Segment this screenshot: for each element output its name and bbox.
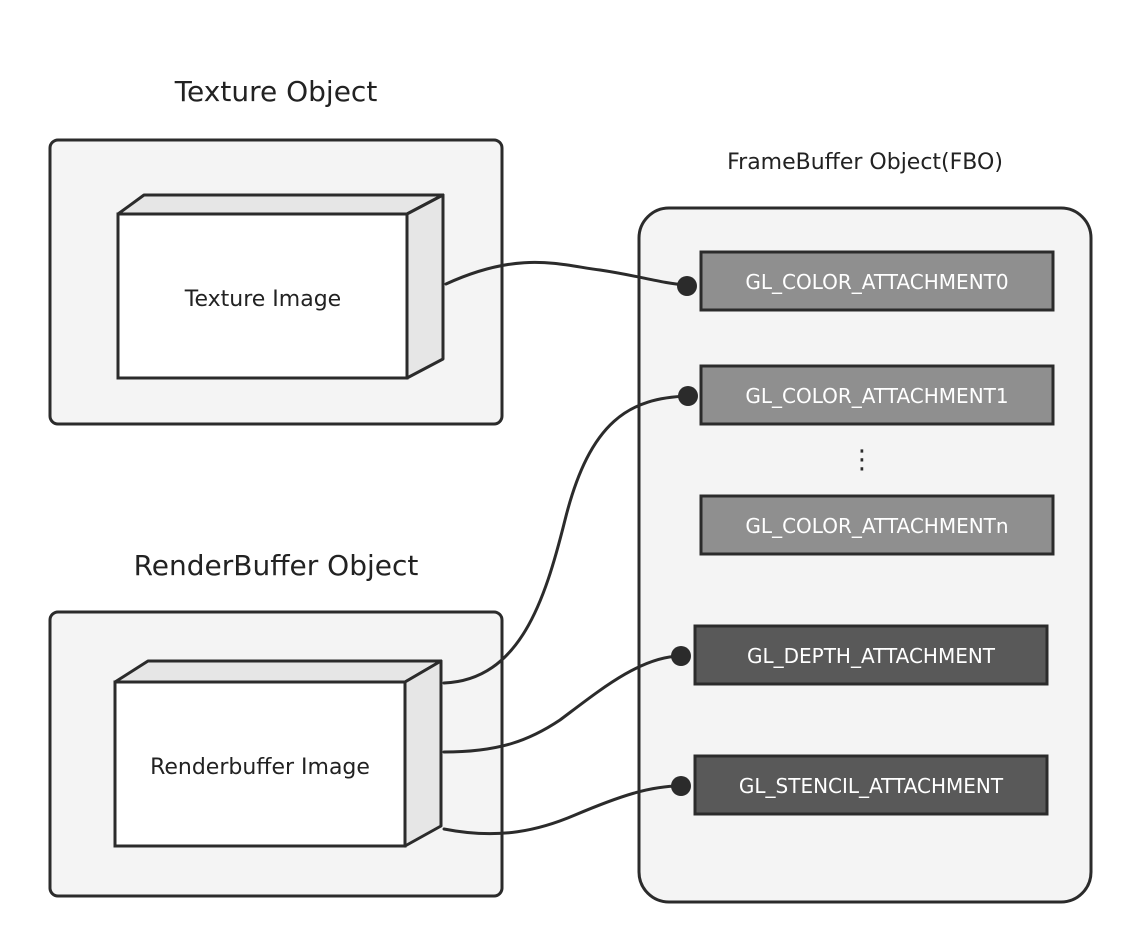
attachment-label: GL_COLOR_ATTACHMENTn — [745, 514, 1008, 538]
attachment-stencil: GL_STENCIL_ATTACHMENT — [693, 754, 1049, 816]
attachment-color-0: GL_COLOR_ATTACHMENT0 — [699, 250, 1055, 312]
attachment-color-n: GL_COLOR_ATTACHMENTn — [699, 494, 1055, 556]
renderbuffer-object-title: RenderBuffer Object — [134, 549, 419, 582]
attachment-ellipsis: ⋮ — [849, 445, 875, 475]
connector-dot-color0 — [677, 276, 697, 296]
connector-dot-depth — [671, 646, 691, 666]
attachment-label: GL_COLOR_ATTACHMENT0 — [745, 270, 1008, 294]
attachment-label: GL_STENCIL_ATTACHMENT — [739, 774, 1004, 798]
connector-renderbuffer-to-depth — [442, 654, 682, 754]
connector-renderbuffer-to-stencil — [442, 784, 682, 836]
texture-image-label: Texture Image — [184, 287, 341, 312]
attachment-label: GL_COLOR_ATTACHMENT1 — [745, 384, 1008, 408]
attachment-color-1: GL_COLOR_ATTACHMENT1 — [699, 364, 1055, 426]
connector-dot-color1 — [678, 386, 698, 406]
connector-dot-stencil — [671, 776, 691, 796]
texture-image-box: Texture Image — [116, 193, 445, 380]
renderbuffer-image-box: Renderbuffer Image — [113, 659, 443, 848]
connector-renderbuffer-to-color1 — [442, 394, 690, 685]
fbo-title: FrameBuffer Object(FBO) — [727, 150, 1003, 175]
renderbuffer-image-label: Renderbuffer Image — [150, 755, 370, 780]
connector-texture-to-color0 — [444, 260, 688, 287]
attachment-label: GL_DEPTH_ATTACHMENT — [747, 644, 996, 668]
texture-object-title: Texture Object — [174, 75, 378, 108]
attachment-depth: GL_DEPTH_ATTACHMENT — [693, 624, 1049, 686]
